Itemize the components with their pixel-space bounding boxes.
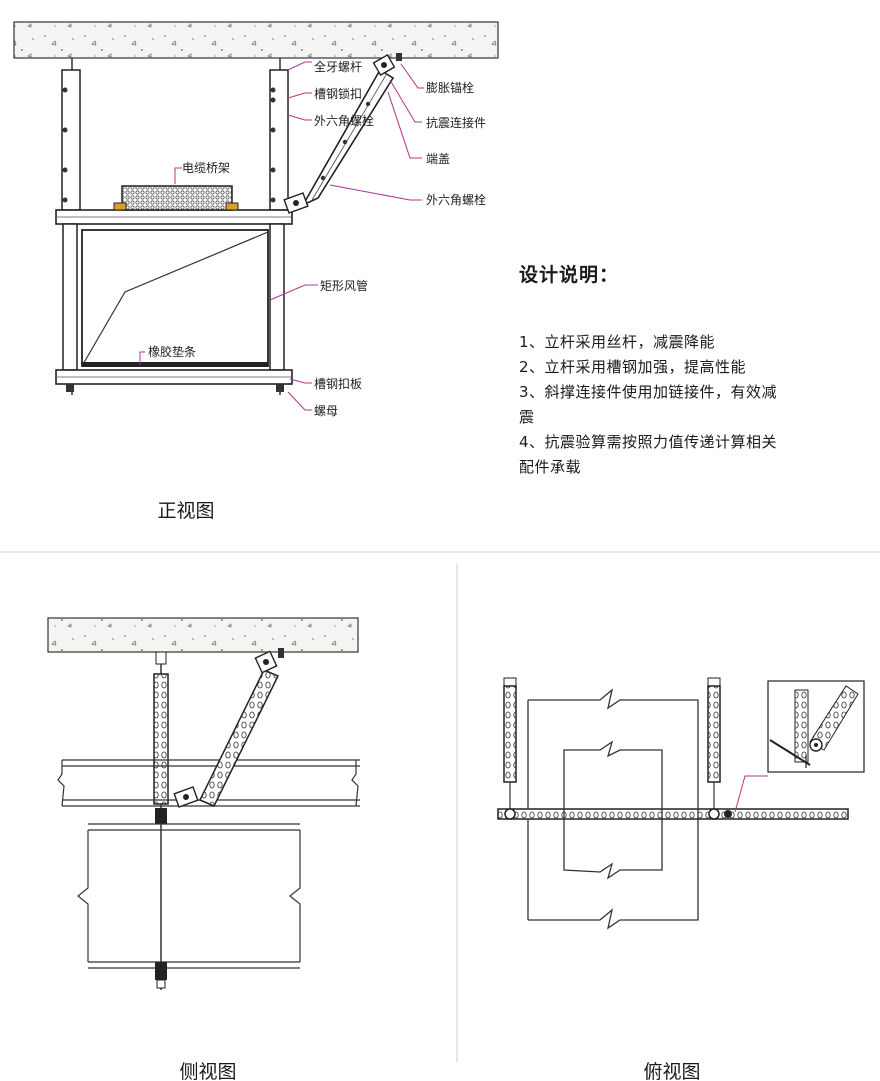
side-ceiling-slab [47,617,359,653]
label-rect-duct: 矩形风管 [320,278,368,293]
label-expansion-anchor: 膨胀锚栓 [426,80,474,95]
label-end-cap: 端盖 [426,152,450,166]
label-full-thread-rod: 全牙螺杆 [314,59,362,74]
design-note-1: 1、立杆采用丝杆，减震降能 [519,333,716,351]
top-left-channel [503,685,517,783]
design-notes: 设计说明： 1、立杆采用丝杆，减震降能 2、立杆采用槽钢加强，提高性能 3、斜撑… [519,260,819,480]
front-view-caption: 正视图 [157,500,214,522]
label-hex-bolt-1: 外六角螺栓 [314,113,374,128]
front-leader-lines [139,61,424,411]
top-view-caption: 俯视图 [643,1061,700,1081]
design-notes-title: 设计说明： [519,264,620,286]
side-view-drawing: 侧视图 [47,617,360,1081]
label-channel-plate: 槽钢扣板 [314,377,362,391]
label-rubber-strip: 橡胶垫条 [148,344,196,359]
ceiling-slab [13,21,499,59]
rect-duct [81,229,269,367]
side-slotted-channel [153,673,169,805]
design-note-4: 4、抗震验算需按照力值传递计算相关配件承载 [519,433,778,476]
side-view-caption: 侧视图 [179,1061,236,1081]
label-seismic-connector: 抗震连接件 [426,115,486,130]
cable-tray [121,185,233,211]
front-view-drawing: 全牙螺杆 槽钢锁扣 外六角螺栓 电缆桥架 膨胀锚栓 抗震连接件 端盖 外六角螺栓… [13,21,499,522]
design-note-2: 2、立杆采用槽钢加强，提高性能 [519,358,747,376]
label-hex-bolt-2: 外六角螺栓 [426,192,486,207]
top-view-drawing: 俯视图 [497,677,865,1081]
label-cable-tray: 电缆桥架 [182,161,230,175]
label-channel-lock: 槽钢锁扣 [314,86,362,101]
top-right-channel [707,685,721,783]
top-crossbar [497,808,849,820]
label-nut: 螺母 [314,404,338,418]
rubber-strip [82,362,268,367]
diagonal-brace [283,53,402,214]
design-note-3: 3、斜撑连接件使用加链接件，有效减震 [519,383,778,426]
